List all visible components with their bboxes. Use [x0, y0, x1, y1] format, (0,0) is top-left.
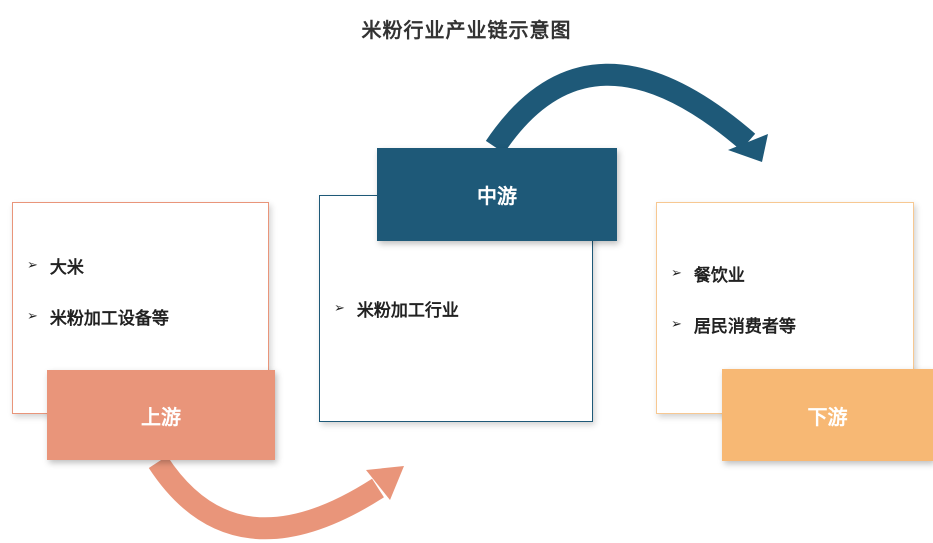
list-item: ➢米粉加工行业: [334, 301, 459, 321]
list-item: ➢居民消费者等: [671, 317, 796, 337]
upstream-list: ➢大米 ➢米粉加工设备等: [13, 203, 268, 329]
midstream-label: 中游: [377, 148, 617, 241]
bullet-icon: ➢: [334, 301, 345, 316]
list-item: ➢餐饮业: [671, 266, 745, 286]
arrowhead-upstream-to-midstream: [366, 466, 404, 500]
list-item: ➢大米: [27, 258, 84, 278]
upstream-label: 上游: [47, 370, 275, 460]
arrow-upstream-to-midstream: [148, 455, 384, 540]
bullet-icon: ➢: [671, 266, 682, 281]
midstream-list: ➢米粉加工行业: [320, 196, 592, 321]
bullet-icon: ➢: [27, 309, 38, 324]
diagram-title: 米粉行业产业链示意图: [361, 18, 572, 42]
bullet-icon: ➢: [27, 258, 38, 273]
arrowhead-midstream-to-downstream: [728, 134, 768, 162]
list-item: ➢米粉加工设备等: [27, 309, 169, 329]
bullet-icon: ➢: [671, 317, 682, 332]
downstream-list: ➢餐饮业 ➢居民消费者等: [657, 203, 913, 337]
arrow-midstream-to-downstream: [485, 63, 756, 154]
downstream-label: 下游: [722, 369, 933, 461]
